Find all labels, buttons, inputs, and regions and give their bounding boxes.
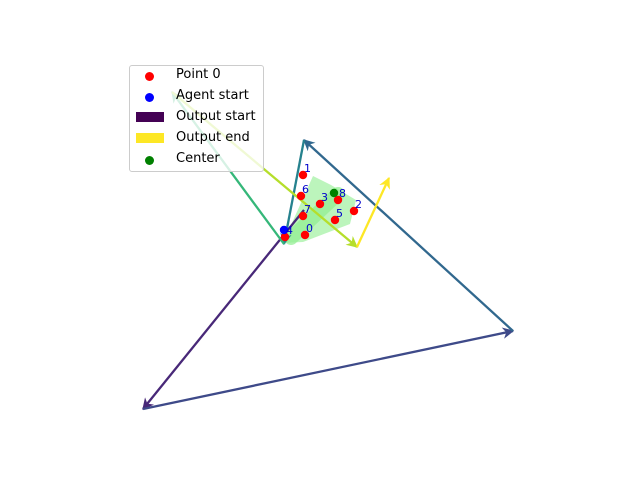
point-label-0: 0 bbox=[306, 222, 313, 235]
legend-item-output-start: Output start bbox=[130, 108, 265, 128]
point-2 bbox=[349, 206, 359, 216]
output-path-segment-1 bbox=[142, 327, 515, 411]
point-6 bbox=[296, 191, 306, 201]
legend-item-center: Center bbox=[130, 150, 265, 170]
legend-label-output-start: Output start bbox=[176, 109, 256, 124]
point-1 bbox=[298, 170, 308, 180]
point-label-5: 5 bbox=[336, 207, 343, 220]
points-layer bbox=[279, 170, 359, 242]
point-4 bbox=[280, 232, 290, 242]
point-label-6: 6 bbox=[302, 183, 309, 196]
legend-swatch-point-0 bbox=[145, 72, 154, 81]
point-label-8: 8 bbox=[339, 187, 346, 200]
legend-swatch-agent-start bbox=[145, 93, 154, 102]
legend-swatch-output-start bbox=[136, 112, 164, 122]
output-path-segment-6 bbox=[355, 176, 391, 248]
legend-label-output-end: Output end bbox=[176, 130, 250, 145]
point-label-7: 7 bbox=[304, 203, 311, 216]
legend-label-point-0: Point 0 bbox=[176, 67, 221, 82]
center-point bbox=[329, 188, 339, 198]
legend-swatch-center bbox=[145, 156, 154, 165]
point-0 bbox=[300, 230, 310, 240]
output-path bbox=[142, 91, 515, 411]
point-3 bbox=[315, 199, 325, 209]
point-label-1: 1 bbox=[304, 162, 311, 175]
point-label-2: 2 bbox=[355, 198, 362, 211]
legend-swatch-output-end bbox=[136, 133, 164, 143]
point-labels-layer: 0 1 2 3 4 5 6 7 8 bbox=[286, 162, 362, 237]
point-8 bbox=[333, 195, 343, 205]
legend-label-center: Center bbox=[176, 151, 220, 166]
legend-item-output-end: Output end bbox=[130, 129, 265, 149]
output-path-segment-0 bbox=[142, 209, 305, 410]
point-5 bbox=[330, 215, 340, 225]
point-7 bbox=[298, 211, 308, 221]
point-label-4: 4 bbox=[286, 224, 293, 237]
agent-start-point bbox=[279, 225, 289, 235]
legend-item-agent-start: Agent start bbox=[130, 87, 265, 107]
highlight-band bbox=[284, 187, 345, 245]
legend: Point 0 Agent start Output start Output … bbox=[129, 65, 264, 172]
legend-item-point-0: Point 0 bbox=[130, 66, 265, 86]
point-label-3: 3 bbox=[321, 191, 328, 204]
legend-label-agent-start: Agent start bbox=[176, 88, 249, 103]
output-path-segment-2 bbox=[303, 139, 514, 332]
output-path-segment-3 bbox=[280, 139, 306, 246]
